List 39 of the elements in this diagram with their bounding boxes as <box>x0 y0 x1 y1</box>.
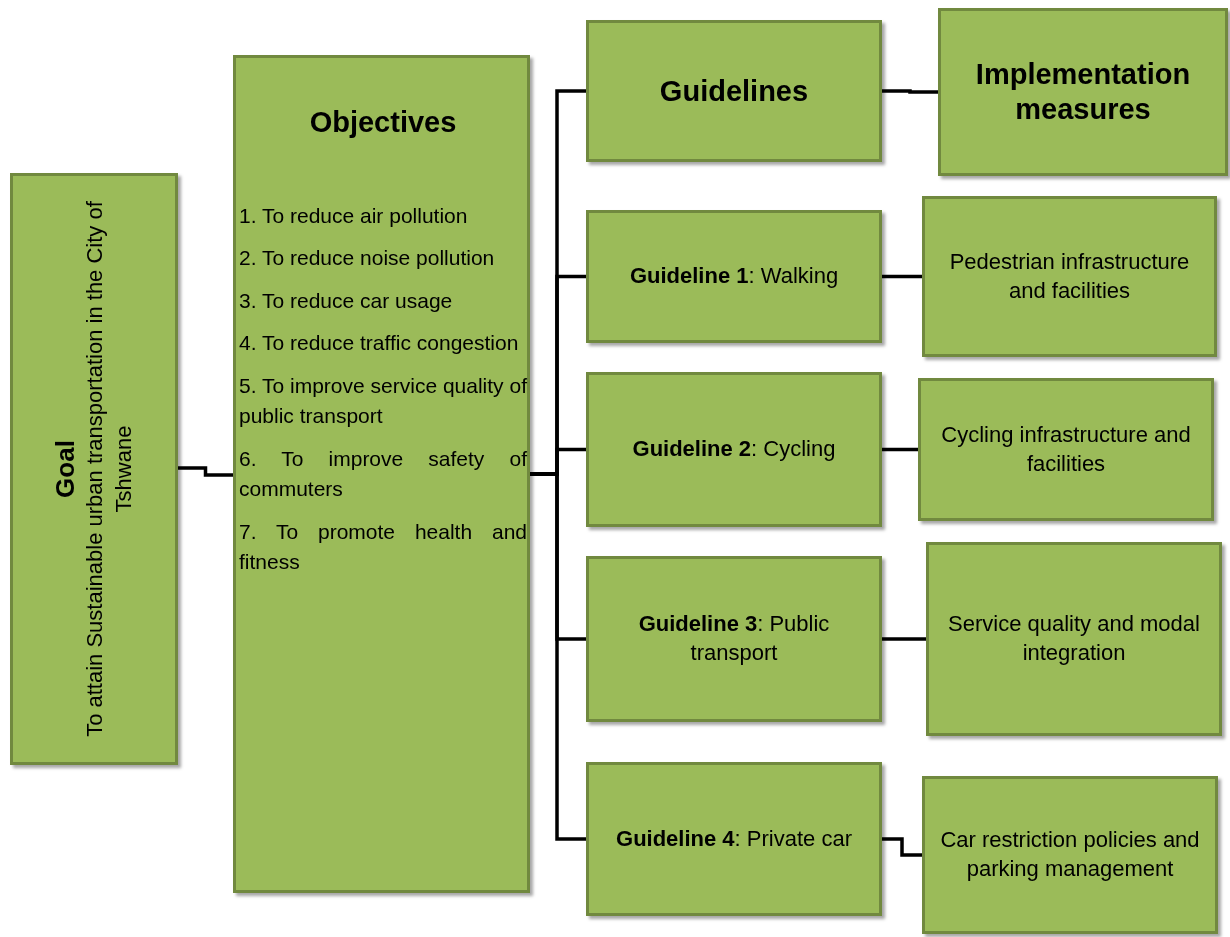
box-text: Guideline 4: Private car <box>616 824 852 853</box>
connector-line <box>882 837 922 857</box>
box-text: Car restriction policies and parking management <box>939 826 1201 883</box>
process-box <box>586 210 882 343</box>
objective-text: 6. To improve safety of commuters <box>239 445 527 503</box>
process-box <box>918 378 1214 521</box>
box-text: Guideline 1: Walking <box>629 262 839 291</box>
objectives-box <box>233 55 530 893</box>
box-text: Service quality and modal integration <box>947 610 1201 667</box>
column-heading: Guidelines <box>659 73 809 109</box>
objective-text: 3. To reduce car usage <box>239 287 454 314</box>
connector-line <box>530 472 586 841</box>
header-box <box>586 20 882 162</box>
process-box <box>922 196 1217 357</box>
process-box <box>922 776 1218 934</box>
objective-text: 2. To reduce noise pollution <box>239 245 496 272</box>
objective-text: 1. To reduce air pollution <box>239 203 469 229</box>
connector-line <box>882 89 938 94</box>
objective-text: 5. To improve service quality of public transport <box>239 372 527 430</box>
goal-text: To attain Sustainable urban transportation in the City of Tshwane <box>80 200 137 739</box>
goal-box <box>10 173 178 765</box>
objective-text: 7. To promote health and fitness <box>239 518 527 575</box>
box-text: Guideline 2: Cycling <box>632 435 836 464</box>
column-heading: Implementation measures <box>974 57 1192 127</box>
goal-heading: Goal <box>49 440 81 498</box>
process-box <box>586 762 882 916</box>
column-heading: Objectives <box>309 106 457 139</box>
connector-line <box>178 466 233 477</box>
process-box <box>586 556 882 722</box>
box-text: Guideline 3: Public transport <box>637 610 831 667</box>
process-box <box>586 372 882 527</box>
header-box <box>938 8 1228 176</box>
box-text: Cycling infrastructure and facilities <box>940 420 1192 478</box>
box-text: Pedestrian infrastructure and facilities <box>948 247 1191 305</box>
process-box <box>926 542 1222 736</box>
connector-line <box>882 637 926 641</box>
connector-line <box>882 274 922 279</box>
connector-line <box>882 447 918 452</box>
objective-text: 4. To reduce traffic congestion <box>239 330 520 357</box>
